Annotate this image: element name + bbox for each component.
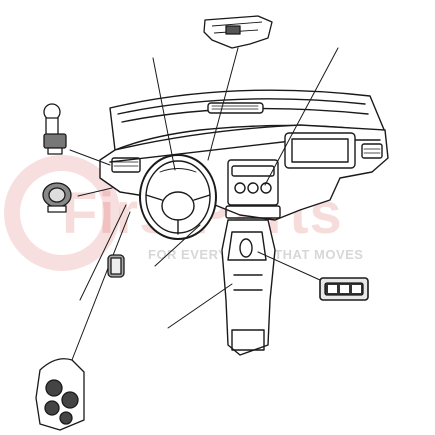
overhead-console-switch — [203, 15, 273, 49]
leader-lower — [69, 211, 131, 366]
right-vent — [361, 143, 383, 159]
hazard-switch-bezel — [319, 277, 369, 301]
glovebox-vent — [284, 132, 356, 169]
leader-center — [264, 47, 339, 186]
leader-hazard — [257, 251, 321, 281]
leader-console — [167, 283, 233, 329]
leader-headlamp — [69, 149, 111, 166]
dimmer-switch-knob — [42, 182, 72, 213]
center-stack — [225, 159, 281, 219]
steering-wheel — [139, 154, 217, 240]
leader-lines — [69, 47, 339, 366]
leader-column — [154, 224, 201, 267]
leader-wheel — [152, 57, 176, 171]
watermark-ring — [4, 155, 120, 271]
left-vent — [111, 157, 141, 173]
door-switch — [107, 254, 125, 278]
leader-overhead — [207, 47, 239, 161]
headlamp-switch — [43, 103, 67, 155]
window-switch-bezel — [35, 358, 85, 431]
leader-door — [79, 204, 127, 301]
leader-dimmer — [77, 187, 113, 197]
